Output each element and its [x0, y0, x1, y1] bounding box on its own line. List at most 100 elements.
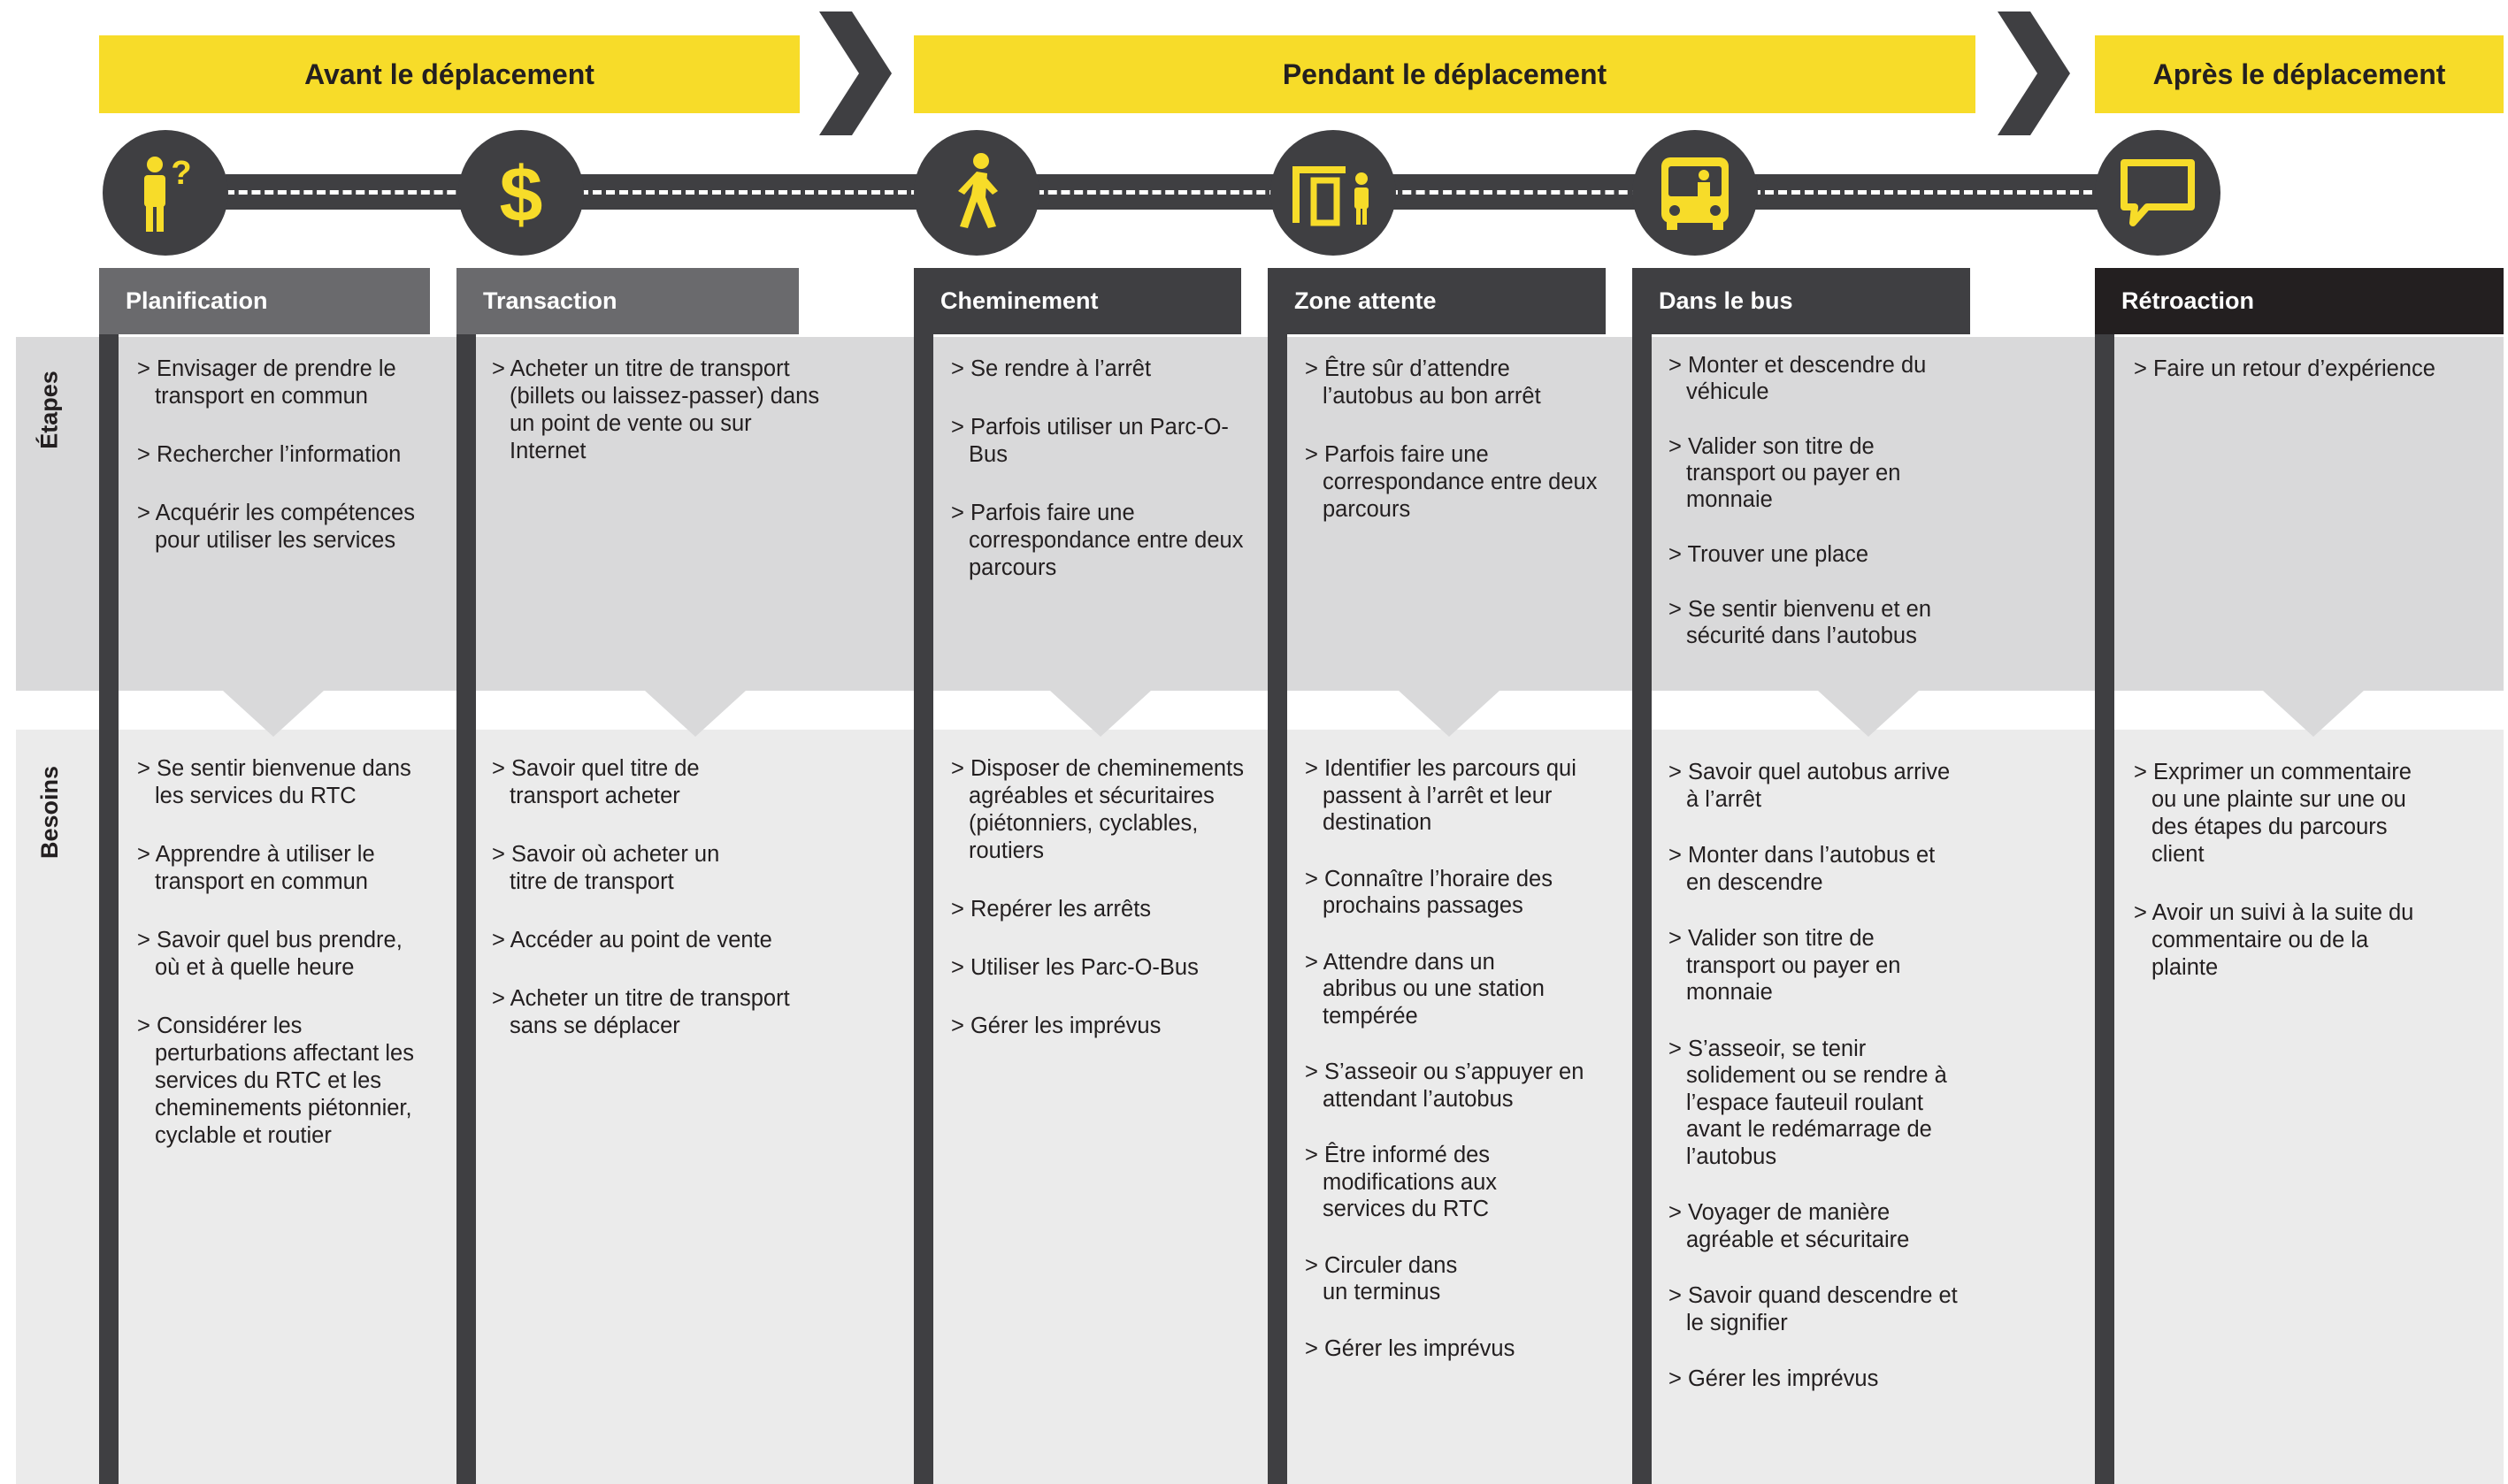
- column-title: Cheminement: [940, 287, 1099, 314]
- list-item: > Se sentir bienvenue dans les services …: [137, 756, 411, 808]
- besoins-cell-zone-attente: > Identifier les parcours qui passent à …: [1305, 755, 1606, 1393]
- column-header-retroaction: Rétroaction: [2095, 268, 2504, 334]
- column-bar: [456, 334, 476, 1484]
- svg-text:?: ?: [171, 155, 191, 192]
- down-pointer: [223, 691, 324, 737]
- column-title: Zone attente: [1294, 287, 1437, 314]
- list-item: > Attendre dans un abribus ou une statio…: [1305, 949, 1545, 1029]
- besoins-cell-retroaction: > Exprimer un commentaire ou une plainte…: [2134, 759, 2439, 1013]
- road-segment: [579, 174, 920, 210]
- column-bar: [914, 334, 933, 1484]
- row-label-besoins: Besoins: [36, 765, 63, 860]
- column-header-zone-attente: Zone attente: [1268, 268, 1606, 334]
- zone-attente-step-icon: [1270, 130, 1396, 256]
- list-item: > Savoir quel titre de transport acheter: [492, 756, 700, 808]
- besoins-cell-dans-le-bus: > Savoir quel autobus arrive à l’arrêt >…: [1668, 759, 1965, 1424]
- bus-shelter-icon: [1292, 166, 1369, 226]
- list-item: > Valider son titre de transport ou paye…: [1668, 434, 1901, 512]
- list-item: > Monter dans l’autobus et en descendre: [1668, 843, 1936, 895]
- column-title: Planification: [126, 287, 268, 314]
- etapes-cell-transaction: > Acheter un titre de transport (billets…: [492, 356, 821, 496]
- list-item: > Rechercher l’information: [137, 442, 402, 467]
- column-bar: [99, 334, 119, 1484]
- list-item: > Envisager de prendre le transport en c…: [137, 356, 396, 409]
- besoins-band: [16, 730, 2504, 1484]
- phase-banner-avant: Avant le déplacement: [99, 35, 800, 113]
- etapes-cell-zone-attente: > Être sûr d’attendre l’autobus au bon a…: [1305, 356, 1606, 555]
- etapes-band: [16, 337, 2504, 691]
- down-pointer: [1399, 691, 1499, 737]
- besoins-cell-cheminement: > Disposer de cheminements agréables et …: [951, 755, 1252, 1071]
- list-item: > Gérer les imprévus: [1668, 1366, 1879, 1391]
- list-item: > Savoir quand descendre et le signifier: [1668, 1283, 1958, 1335]
- down-pointer: [645, 691, 746, 737]
- planification-step-icon: ?: [103, 130, 228, 256]
- list-item: > Parfois faire une correspondance entre…: [951, 501, 1244, 580]
- column-header-transaction: Transaction: [456, 268, 799, 334]
- column-title: Rétroaction: [2121, 287, 2255, 314]
- list-item: > Gérer les imprévus: [951, 1014, 1162, 1038]
- dollar-icon: $: [500, 150, 543, 237]
- list-item: > Savoir quel bus prendre, où et à quell…: [137, 928, 403, 980]
- road-segment: [1389, 174, 1641, 210]
- cheminement-step-icon: [914, 130, 1039, 256]
- list-item: > Trouver une place: [1668, 542, 1869, 567]
- etapes-cell-dans-le-bus: > Monter et descendre du véhicule > Vali…: [1668, 352, 1960, 680]
- svg-text:$: $: [500, 150, 543, 237]
- dans-le-bus-step-icon: [1632, 130, 1758, 256]
- phase-label: Après le déplacement: [2152, 57, 2446, 90]
- list-item: > Acheter un titre de transport (billets…: [492, 356, 820, 463]
- etapes-cell-retroaction: > Faire un retour d’expérience: [2134, 356, 2488, 414]
- list-item: > Apprendre à utiliser le transport en c…: [137, 842, 375, 894]
- bus-icon: [1661, 157, 1729, 230]
- column-header-planification: Planification: [99, 268, 430, 334]
- list-item: > Gérer les imprévus: [1305, 1335, 1515, 1361]
- etapes-cell-cheminement: > Se rendre à l’arrêt > Parfois utiliser…: [951, 356, 1252, 613]
- list-item: > Savoir où acheter un titre de transpor…: [492, 842, 720, 894]
- column-header-dans-le-bus: Dans le bus: [1632, 268, 1970, 334]
- down-pointer: [2263, 691, 2364, 737]
- list-item: > Acquérir les compétences pour utiliser…: [137, 501, 415, 553]
- phase-banner-apres: Après le déplacement: [2095, 35, 2504, 113]
- list-item: > Acheter un titre de transport sans se …: [492, 986, 790, 1038]
- column-bar: [1268, 334, 1287, 1484]
- walking-person-icon: [958, 153, 998, 228]
- road-segment: [1752, 174, 2105, 210]
- list-item: > Identifier les parcours qui passent à …: [1305, 756, 1576, 835]
- list-item: > Être informé des modifications aux ser…: [1305, 1143, 1498, 1221]
- road-segment: [1035, 174, 1278, 210]
- person-question-icon: ?: [144, 155, 192, 232]
- list-item: > Circuler dans un terminus: [1305, 1252, 1458, 1305]
- retroaction-step-icon: [2095, 130, 2220, 256]
- list-item: > Savoir quel autobus arrive à l’arrêt: [1668, 760, 1951, 812]
- list-item: > Valider son titre de transport ou paye…: [1668, 926, 1901, 1005]
- list-item: > S’asseoir ou s’appuyer en attendant l’…: [1305, 1059, 1584, 1112]
- list-item: > Considérer les perturbations affectant…: [137, 1014, 414, 1148]
- phase-label: Pendant le déplacement: [1282, 57, 1607, 90]
- list-item: > Parfois utiliser un Parc-O-Bus: [951, 415, 1229, 467]
- list-item: > Être sûr d’attendre l’autobus au bon a…: [1305, 356, 1541, 409]
- road-segment: [226, 174, 469, 210]
- list-item: > Disposer de cheminements agréables et …: [951, 756, 1244, 863]
- list-item: > Avoir un suivi à la suite du commentai…: [2134, 900, 2414, 980]
- column-title: Transaction: [483, 287, 617, 314]
- column-bar: [2095, 334, 2114, 1484]
- list-item: > Monter et descendre du véhicule: [1668, 353, 1927, 404]
- phase-banner-pendant: Pendant le déplacement: [914, 35, 1975, 113]
- list-item: > Accéder au point de vente: [492, 928, 772, 952]
- list-item: > S’asseoir, se tenir solidement ou se r…: [1668, 1036, 1947, 1169]
- list-item: > Parfois faire une correspondance entre…: [1305, 442, 1598, 522]
- transaction-step-icon: $: [458, 130, 584, 256]
- row-label-etapes: Étapes: [35, 371, 63, 449]
- chevron-right-icon: [1998, 11, 2070, 135]
- besoins-cell-transaction: > Savoir quel titre de transport acheter…: [492, 755, 821, 1071]
- column-title: Dans le bus: [1659, 287, 1793, 314]
- etapes-cell-planification: > Envisager de prendre le transport en c…: [137, 356, 442, 585]
- phase-label: Avant le déplacement: [304, 57, 594, 90]
- speech-bubble-icon: [2121, 159, 2195, 226]
- besoins-cell-planification: > Se sentir bienvenue dans les services …: [137, 755, 433, 1181]
- column-header-cheminement: Cheminement: [914, 268, 1241, 334]
- list-item: > Faire un retour d’expérience: [2134, 356, 2435, 381]
- list-item: > Se rendre à l’arrêt: [951, 356, 1152, 381]
- chevron-right-icon: [819, 11, 892, 135]
